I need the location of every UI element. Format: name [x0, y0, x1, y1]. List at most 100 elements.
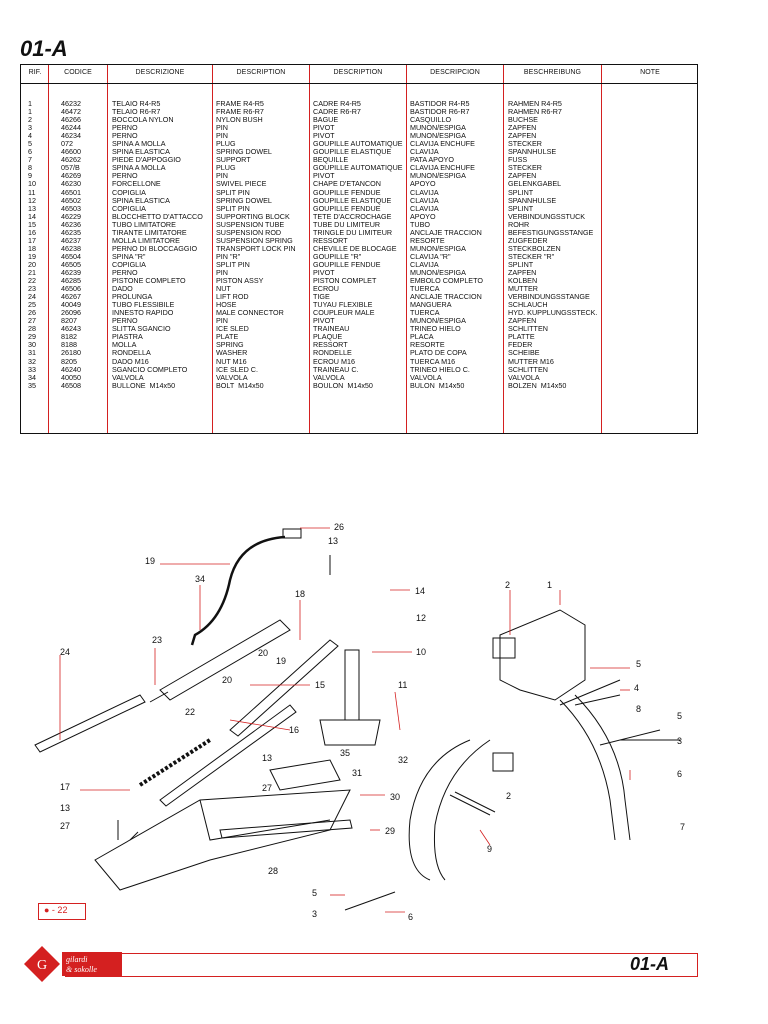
table-cell-description-en: SPRING DOWEL: [216, 195, 272, 205]
table-cell-beschreibung: SCHLAUCH: [508, 300, 548, 310]
table-cell-description-en: LIFT ROD: [216, 292, 249, 302]
callout-label: 22: [185, 707, 195, 717]
table-cell-descripcion: ANCLAJE TRACCION: [410, 292, 482, 302]
exploded-parts-diagram: 19 26 13 34 18 14 12 23 10 24 20 19 20 1…: [34, 522, 685, 922]
callout-label: 3: [312, 909, 317, 919]
table-cell-descrizione: SGANCIO COMPLETO: [112, 364, 188, 374]
table-cell-descripcion: CLAVIJA: [410, 203, 439, 213]
table-cell-description-fr: RESSORT: [313, 235, 348, 245]
table-cell-beschreibung: RAHMEN R4-R5: [508, 99, 562, 108]
table-cell-codice: 46600: [61, 147, 81, 157]
table-cell-description-en: SUSPENSION ROD: [216, 227, 282, 237]
callout-label: 26: [334, 522, 344, 532]
table-cell-beschreibung: MUTTER M16: [508, 356, 554, 366]
table-cell-description-fr: BAGUE: [313, 115, 339, 125]
table-cell-beschreibung: SPLINT: [508, 259, 534, 269]
table-cell-rif: 13: [28, 203, 36, 213]
page-title: 01-A: [20, 36, 68, 61]
table-cell-descripcion: MUNON/ESPIGA: [410, 243, 466, 253]
header-descripcion: DESCRIPCION: [430, 69, 480, 76]
table-cell-descripcion: MUNON/ESPIGA: [410, 171, 466, 181]
table-cell-descrizione: COPIGLIA: [112, 259, 146, 269]
table-cell-codice: 46243: [61, 324, 81, 334]
table-cell-description-fr: TUYAU FLEXIBLE: [313, 300, 373, 310]
table-cell-description-fr: BEQUILLE: [313, 155, 349, 165]
table-cell-descrizione: TUBO LIMITATORE: [112, 219, 176, 229]
table-cell-description-fr: CADRE R4-R5: [313, 99, 361, 108]
table-cell-beschreibung: HYD. KUPPLUNGSSTECK.: [508, 308, 598, 318]
table-cell-description-fr: TETE D'ACCROCHAGE: [313, 211, 392, 221]
table-cell-descrizione: PERNO: [112, 316, 138, 326]
table-cell-description-en: VALVOLA: [216, 372, 248, 382]
table-cell-descrizione: TUBO FLESSIBILE: [112, 300, 175, 310]
table-cell-descrizione: SPINA ELASTICA: [112, 147, 170, 157]
table-cell-description-en: SPRING DOWEL: [216, 147, 272, 157]
table-cell-rif: 2: [28, 115, 32, 125]
table-cell-descripcion: CASQUILLO: [410, 115, 452, 125]
callout-label: 29: [385, 826, 395, 836]
table-cell-codice: 46505: [61, 259, 81, 269]
table-cell-codice: 46266: [61, 115, 81, 125]
table-cell-codice: 46244: [61, 123, 81, 133]
callout-label: 2: [505, 580, 510, 590]
callout-label: 9: [487, 844, 492, 854]
table-cell-codice: 46269: [61, 171, 81, 181]
legend-box: [38, 903, 86, 920]
table-cell-description-en: PISTON ASSY: [216, 276, 264, 286]
table-cell-codice: 46506: [61, 284, 81, 294]
table-cell-description-en: SUPPORT: [216, 155, 251, 165]
table-cell-description-fr: GOUPILLE ELASTIQUE: [313, 147, 392, 157]
callout-label: 19: [276, 656, 286, 666]
table-cell-codice: 46472: [61, 107, 81, 117]
callout-label: 31: [352, 768, 362, 778]
table-cell-descrizione: SPINA A MOLLA: [112, 163, 166, 173]
footer-page-code: 01-A: [630, 954, 670, 974]
table-cell-rif: 10: [28, 179, 36, 189]
table-cell-description-en: PIN: [216, 123, 228, 133]
table-cell-descrizione: FORCELLONE: [112, 179, 161, 189]
table-cell-rif: 25: [28, 300, 36, 310]
callout-label: 23: [152, 635, 162, 645]
table-cell-descripcion: RESORTE: [410, 235, 445, 245]
table-cell-description-fr: GOUPILLE FENDUE: [313, 203, 381, 213]
table-cell-beschreibung: MUTTER: [508, 284, 538, 294]
table-cell-description-fr: BOULON M14x50: [313, 380, 373, 390]
callout-label: 4: [634, 683, 639, 693]
table-cell-descrizione: COPIGLIA: [112, 187, 146, 197]
table-cell-rif: 8: [28, 163, 32, 173]
callout-label: 30: [390, 792, 400, 802]
table-cell-codice: 46508: [61, 380, 81, 390]
table-cell-description-en: FRAME R4-R5: [216, 99, 264, 108]
table-cell-beschreibung: FEDER: [508, 340, 533, 350]
table-cell-codice: 46230: [61, 179, 81, 189]
table-cell-description-fr: PIVOT: [313, 123, 335, 133]
table-cell-codice: 40049: [61, 300, 81, 310]
table-cell-description-en: NYLON BUSH: [216, 115, 263, 125]
table-cell-descrizione: SPINA "R": [112, 251, 146, 261]
table-cell-description-en: TRANSPORT LOCK PIN: [216, 243, 296, 253]
callout-label: 14: [415, 586, 425, 596]
table-cell-descripcion: TUERCA M16: [410, 356, 456, 366]
table-cell-descrizione: TELAIO R4-R5: [112, 99, 161, 108]
table-cell-descripcion: ANCLAJE TRACCION: [410, 227, 482, 237]
table-cell-descrizione: BOCCOLA NYLON: [112, 115, 174, 125]
table-cell-descrizione: SPINA A MOLLA: [112, 139, 166, 149]
table-cell-description-en: BOLT M14x50: [216, 380, 264, 390]
table-cell-beschreibung: SCHLITTEN: [508, 364, 548, 374]
table-cell-rif: 26: [28, 308, 36, 318]
table-cell-codice: 46238: [61, 243, 81, 253]
table-cell-beschreibung: SPLINT: [508, 203, 534, 213]
svg-text:G: G: [37, 958, 47, 973]
table-cell-descripcion: RESORTE: [410, 340, 445, 350]
table-cell-rif: 28: [28, 324, 36, 334]
table-cell-descripcion: PLACA: [410, 332, 434, 342]
table-cell-description-en: NUT M16: [216, 356, 247, 366]
table-cell-rif: 6: [28, 147, 32, 157]
table-cell-codice: 46239: [61, 267, 81, 277]
table-cell-descrizione: PERNO: [112, 131, 138, 141]
footer-bar: [65, 953, 698, 977]
